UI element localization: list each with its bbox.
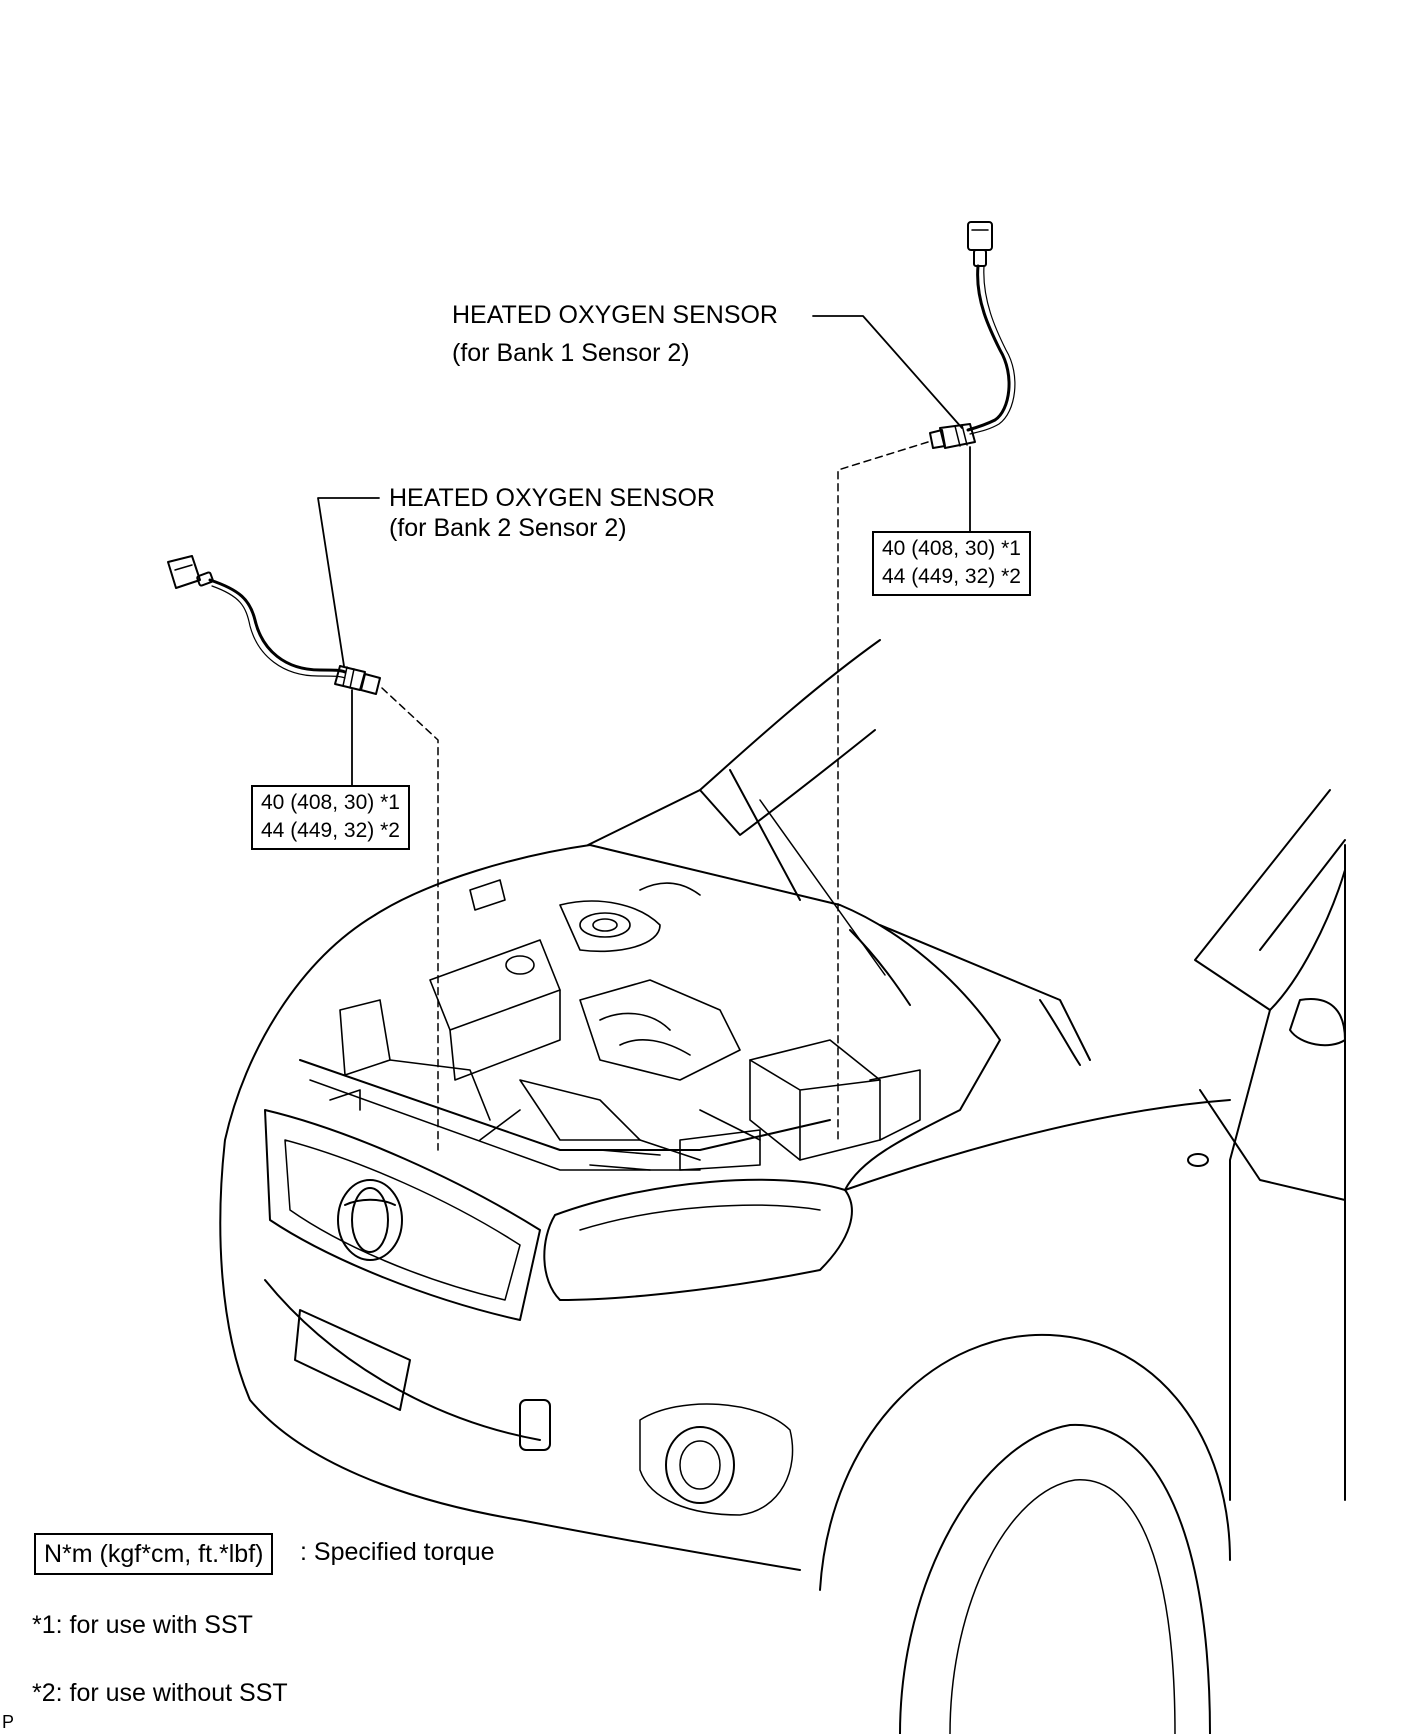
engine-components [329,879,921,1171]
note-without-sst: *2: for use without SST [32,1679,288,1707]
leader-bank2-label [317,497,380,667]
sensor-bank1-drawing [929,221,1016,449]
sensor-bank2-connector [167,555,201,589]
hood-edge [587,789,701,846]
sensor-bank1-tip [929,429,946,449]
fender-arch [819,1333,1231,1591]
sensor-bank2-drawing [167,555,381,695]
sensor-bank1-torque-line1: 40 (408, 30) *1 [882,537,1021,560]
sensor-bank1-torque-box: 40 (408, 30) *1 44 (449, 32) *2 [872,531,1031,596]
sensor-bank1-connector [967,221,993,251]
mirror [1289,998,1346,1047]
door-line [1199,1089,1346,1201]
sensor-bank2-tip [360,673,381,695]
toyota-emblem [337,1179,403,1261]
leader-bank1-label [812,315,963,429]
sensor-bank2-nut [342,666,355,689]
fog-light [665,1426,735,1504]
tire-outer [899,1423,1211,1734]
radiator-support-2 [309,1079,701,1171]
grille-outer [264,1109,541,1321]
fog-light-inner [679,1440,721,1490]
headlight-inner [579,1204,821,1231]
engine-bay-edge [374,844,1001,1191]
sensor-bank2-cable-2 [211,585,346,679]
sensor-bank2-location: (for Bank 2 Sensor 2) [389,514,627,542]
toyota-emblem-inner [351,1187,389,1253]
wiper-right [1039,999,1081,1066]
note-with-sst: *1: for use with SST [32,1611,253,1639]
fuel-dot [1187,1153,1209,1167]
fog-housing [639,1403,794,1516]
sensor-bank1-cable-2 [969,265,1016,435]
leader-lines [317,315,971,786]
bumper-lower [264,1279,541,1441]
tire-inner [949,1479,1176,1734]
corner-mark: P [2,1712,15,1732]
toyota-emblem-bar [344,1198,396,1206]
sensor-bank2-torque-box: 40 (408, 30) *1 44 (449, 32) *2 [251,785,410,850]
a-pillar [1259,839,1346,951]
sensor-bank2-name: HEATED OXYGEN SENSOR [389,484,715,512]
grille-inner [284,1139,521,1301]
hood-outline [699,639,881,836]
sensor-bank1-location: (for Bank 1 Sensor 2) [452,339,690,367]
sensor-bank2-torque-line2: 44 (449, 32) *2 [261,819,400,842]
bumper-outer [219,914,801,1571]
sensor-bank2-connector-lock [174,564,193,571]
sensor-bank2-torque-line1: 40 (408, 30) *1 [261,791,400,814]
radiator-support [299,1059,831,1151]
vehicle-front-illustration [219,639,1346,1734]
sensor-bank1-torque-line2: 44 (449, 32) *2 [882,565,1021,588]
sensor-bank1-name: HEATED OXYGEN SENSOR [452,301,778,329]
sensor-bank1-boot [973,249,987,267]
torque-unit-box: N*m (kgf*cm, ft.*lbf) [34,1533,274,1575]
headlight [543,1178,853,1301]
body-side [1229,844,1346,1501]
install-path-bank2 [381,687,439,1151]
install-paths [381,441,929,1151]
tow-hook-cover [519,1399,551,1451]
sensor-bank1-cable [966,264,1011,432]
torque-unit-description: : Specified torque [300,1538,495,1566]
cowl [879,924,1091,1061]
sensor-bank2-cable [208,578,347,674]
wiper-left [849,929,911,1006]
bumper-plate [294,1309,411,1411]
fender-line [844,1099,1231,1191]
install-path-bank1 [837,441,929,1141]
sensor-bank2-boot [196,571,214,587]
windshield [1194,789,1346,1011]
hood-strut [729,769,801,901]
